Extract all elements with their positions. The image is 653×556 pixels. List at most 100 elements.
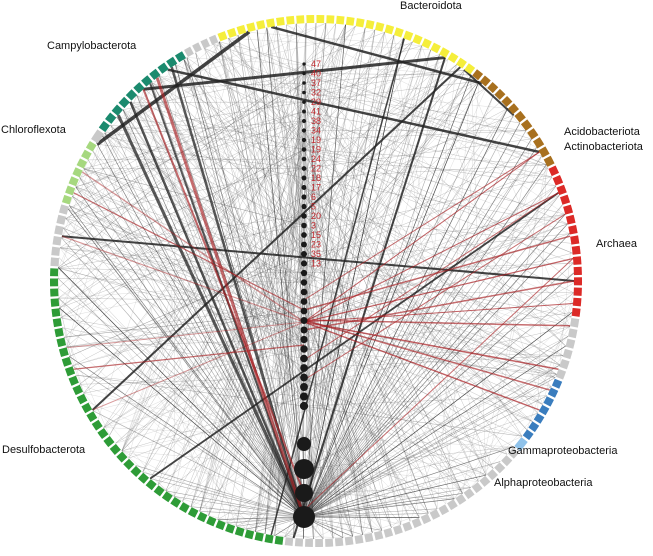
edge [303, 120, 392, 528]
edge [303, 187, 557, 375]
edge [186, 57, 472, 76]
edge [303, 177, 528, 430]
ring-segment-desulfobacterota [50, 278, 59, 287]
edge-strong [61, 235, 575, 282]
edge [204, 44, 214, 49]
edge [303, 187, 523, 437]
edge [121, 253, 305, 452]
network-node [301, 156, 307, 162]
edge [303, 508, 438, 518]
network-node [301, 184, 307, 191]
edge [65, 82, 305, 219]
edge [75, 120, 305, 188]
edge [303, 25, 356, 179]
edge [121, 27, 267, 452]
edge-red [303, 302, 574, 323]
edge [204, 48, 305, 226]
ring-segment-desulfobacterota [244, 529, 255, 540]
edge [315, 22, 334, 539]
edge [245, 386, 305, 530]
edge [303, 168, 561, 366]
edge [303, 168, 373, 533]
node-column: 4740373229413834191924221817652031523351… [293, 59, 321, 528]
ring-segment-unlabeled [429, 509, 441, 520]
edge-red [303, 321, 559, 370]
edge [303, 233, 570, 518]
edge [303, 185, 557, 340]
edge [391, 336, 569, 528]
edge [102, 135, 237, 527]
ring-segment-desulfobacterota [161, 491, 173, 503]
ring-segment-actinobacteriota [520, 119, 533, 131]
network-node [302, 100, 306, 104]
edge [58, 267, 305, 518]
edge [303, 310, 392, 528]
edge [303, 196, 564, 356]
edge [199, 63, 305, 512]
ring-segment-unlabeled [58, 204, 69, 215]
ring-segment-unlabeled [364, 532, 374, 543]
edge [303, 41, 413, 264]
ring-segment-unlabeled [479, 475, 491, 487]
edge [165, 386, 305, 491]
edge [436, 74, 472, 509]
edge [173, 496, 314, 540]
edge [175, 64, 305, 274]
edge [303, 32, 385, 65]
edge [303, 474, 487, 518]
edge [63, 228, 305, 331]
ring-segment-bacteroidota [236, 24, 247, 35]
edge [60, 247, 305, 331]
ring-segment-unlabeled [383, 527, 394, 538]
ring-segment-chloroflexota [68, 176, 79, 187]
edge [303, 336, 569, 470]
edge [303, 94, 495, 518]
edge [142, 149, 305, 473]
edge [256, 29, 305, 518]
ring-segment-gammaproteobacteria [528, 421, 540, 433]
edge [303, 252, 573, 321]
edge [303, 272, 575, 518]
edge-strong [170, 66, 306, 518]
edge [58, 278, 305, 283]
network-node [300, 260, 308, 267]
edge [303, 101, 487, 476]
edge [68, 208, 324, 540]
edge [303, 405, 523, 437]
network-node [302, 90, 306, 95]
edge [274, 535, 343, 538]
network-node [301, 251, 307, 257]
edge [58, 297, 256, 532]
edge [303, 377, 383, 531]
edge [303, 168, 574, 293]
edge [122, 109, 228, 524]
edge [69, 205, 305, 302]
edge [58, 101, 305, 299]
edge [59, 307, 84, 394]
edge [303, 493, 463, 518]
network-node [300, 279, 308, 286]
edge [303, 23, 307, 169]
edge [151, 82, 392, 528]
ring-segment-unlabeled [501, 455, 513, 467]
edge [204, 48, 305, 141]
edge [102, 120, 305, 137]
edge [121, 450, 294, 539]
edge [303, 310, 373, 533]
ring-segment-unlabeled [54, 225, 64, 236]
edge [102, 135, 305, 518]
edge [255, 168, 305, 532]
node-label: 3 [311, 221, 316, 231]
edge [303, 80, 480, 150]
edge [303, 23, 327, 93]
edge [217, 177, 305, 520]
edge [274, 196, 305, 536]
network-node [302, 62, 306, 66]
edge [303, 108, 508, 445]
edge [61, 135, 103, 239]
edge [62, 327, 305, 470]
node-label: 22 [311, 164, 321, 174]
network-node [301, 175, 307, 181]
network-node [300, 364, 308, 372]
edge [303, 310, 392, 528]
